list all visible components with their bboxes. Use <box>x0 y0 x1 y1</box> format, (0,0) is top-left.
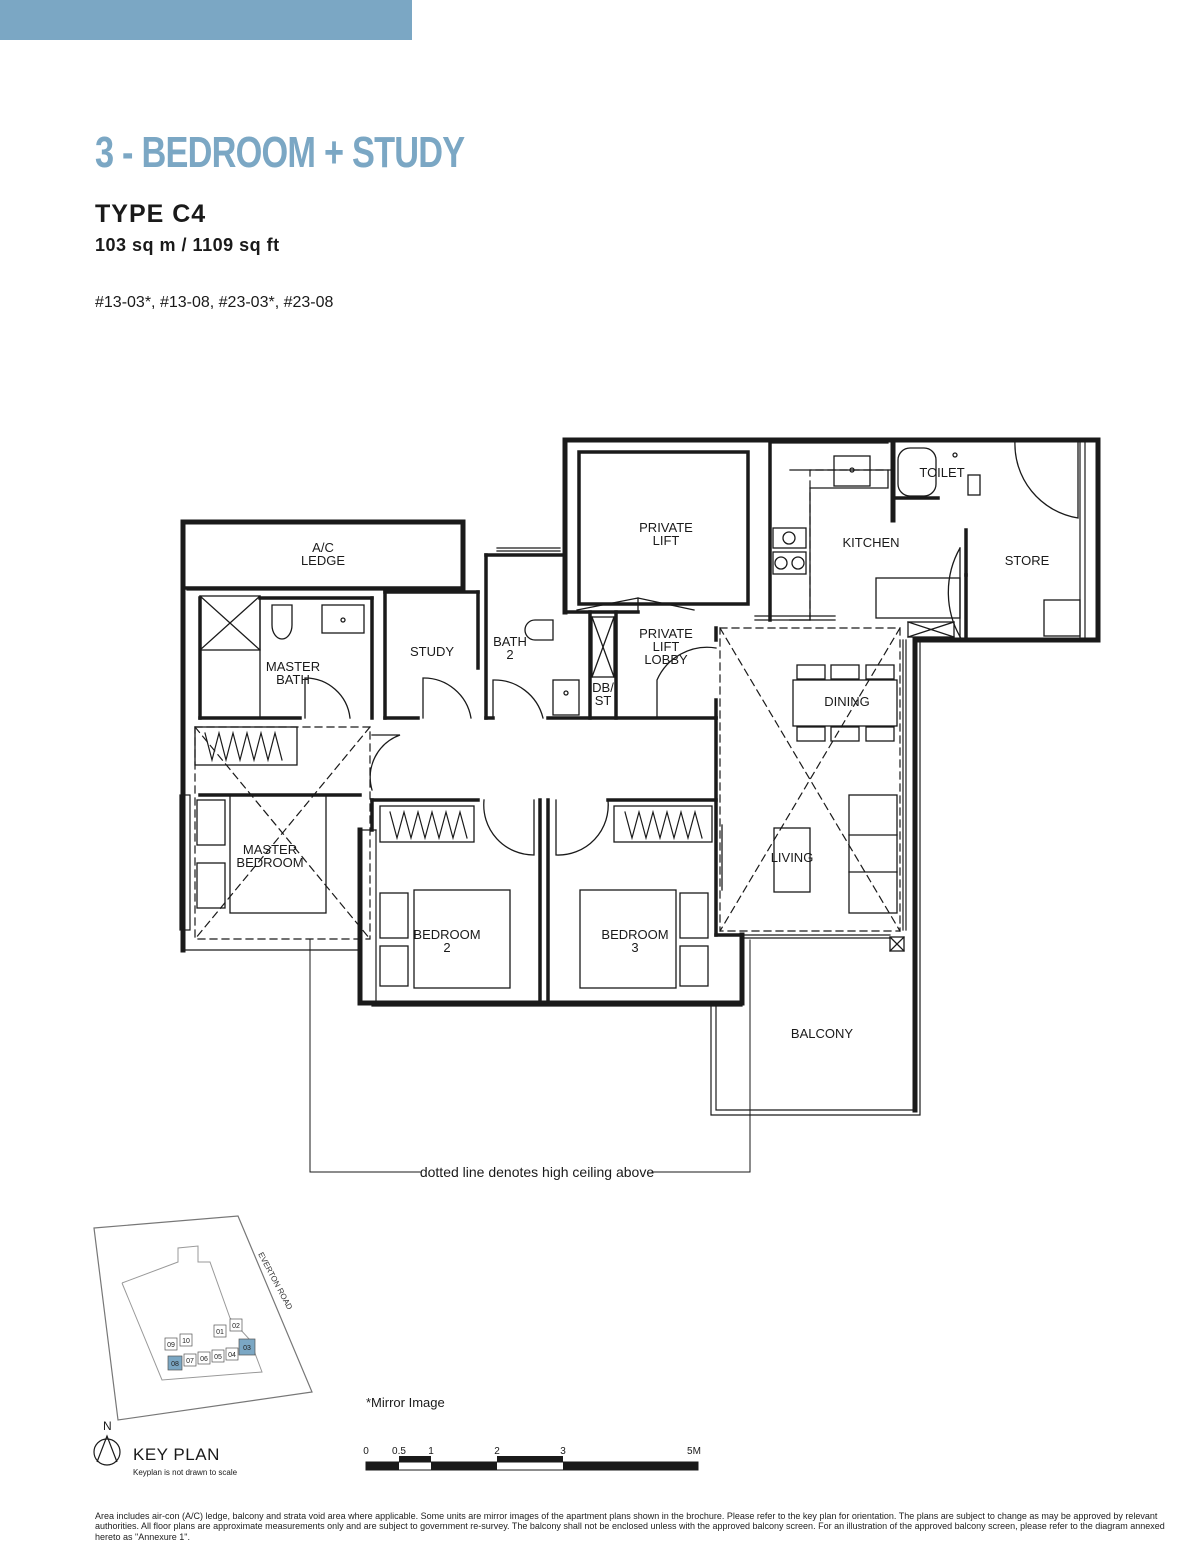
wardrobe-hangers <box>204 730 703 841</box>
scale-tick-1: 1 <box>428 1446 434 1457</box>
north-arrow-icon <box>93 1434 121 1466</box>
disclaimer-text: Area includes air-con (A/C) ledge, balco… <box>95 1511 1165 1542</box>
label-db-st: DB/ST <box>592 680 614 708</box>
label-dining: DINING <box>824 694 870 709</box>
page-title: 3 - BEDROOM + STUDY <box>95 128 465 177</box>
keyplan-unit-07: 07 <box>186 1358 194 1365</box>
high-ceiling-dashed <box>194 469 901 940</box>
key-plan: 09 10 01 02 08 07 06 05 04 03 EVERTON RO… <box>93 1215 313 1466</box>
label-kitchen: KITCHEN <box>842 535 899 550</box>
interior-walls <box>181 438 968 1005</box>
keyplan-unit-10: 10 <box>182 1338 190 1345</box>
scale-tick-0: 0 <box>363 1446 369 1457</box>
keyplan-title: KEY PLAN <box>133 1445 220 1464</box>
leader-line-left <box>309 939 421 1173</box>
keyplan-unit-08: 08 <box>171 1361 179 1368</box>
window-lines <box>179 439 1086 1116</box>
north-label: N <box>103 1419 112 1433</box>
scale-tick-0-5: 0.5 <box>392 1446 406 1457</box>
label-toilet: TOILET <box>919 465 964 480</box>
keyplan-unit-04: 04 <box>228 1352 236 1359</box>
keyplan-unit-09: 09 <box>167 1342 175 1349</box>
fixtures <box>194 447 1081 989</box>
leader-line-right <box>651 939 751 1173</box>
label-balcony: BALCONY <box>791 1026 853 1041</box>
unit-area: 103 sq m / 1109 sq ft <box>95 235 280 255</box>
keyplan-unit-03: 03 <box>243 1345 251 1352</box>
exterior-walls <box>180 437 1101 1113</box>
mirror-image-note: *Mirror Image <box>366 1395 445 1410</box>
scale-bar: 0 0.5 1 2 3 5M <box>363 1446 701 1471</box>
scale-tick-2: 2 <box>494 1446 500 1457</box>
doors <box>304 439 1079 856</box>
keyplan-unit-06: 06 <box>200 1356 208 1363</box>
unit-numbers: #13-03*, #13-08, #23-03*, #23-08 <box>95 294 334 311</box>
scale-tick-5m: 5M <box>687 1446 701 1457</box>
label-store: STORE <box>1005 553 1050 568</box>
keyplan-unit-02: 02 <box>232 1323 240 1330</box>
scale-tick-3: 3 <box>560 1446 566 1457</box>
label-study: STUDY <box>410 644 454 659</box>
ceiling-note: dotted line denotes high ceiling above <box>420 1164 655 1180</box>
unit-type: TYPE C4 <box>95 200 207 228</box>
header-accent-bar <box>0 0 412 40</box>
keyplan-unit-01: 01 <box>216 1329 224 1336</box>
keyplan-unit-05: 05 <box>214 1354 222 1361</box>
label-living: LIVING <box>771 850 814 865</box>
keyplan-note: Keyplan is not drawn to scale <box>133 1468 238 1477</box>
